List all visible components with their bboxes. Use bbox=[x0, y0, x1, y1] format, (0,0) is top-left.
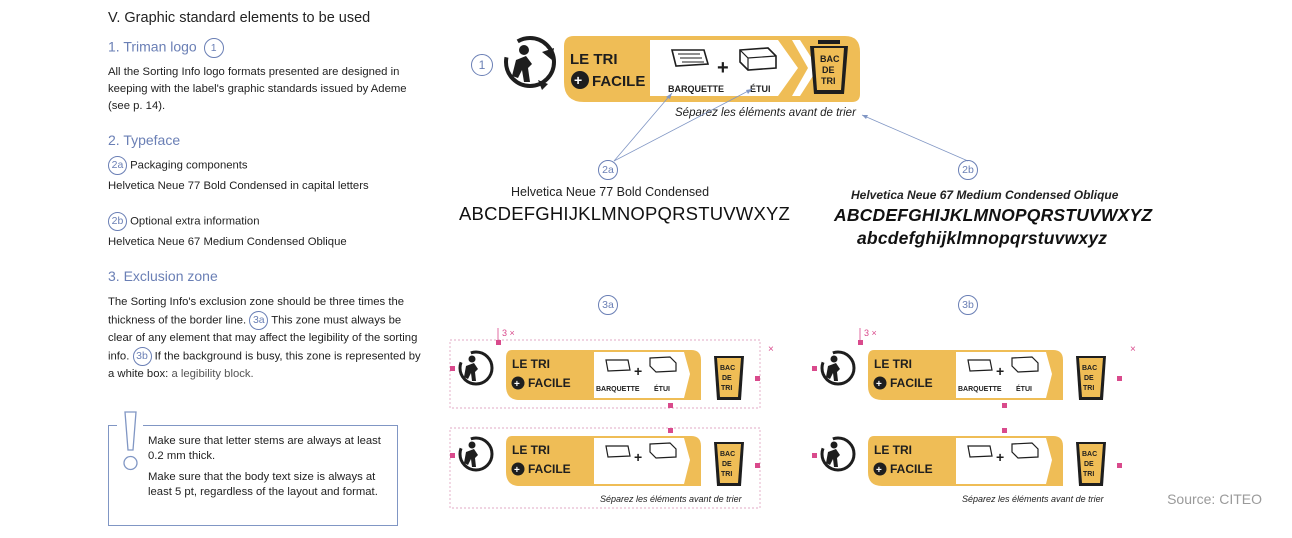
typeface-2b-font: Helvetica Neue 67 Medium Condensed Obliq… bbox=[108, 236, 347, 248]
cross-label-3b: × bbox=[1130, 344, 1136, 355]
small-logo-3b2-line1: LE TRI bbox=[874, 443, 912, 457]
small-logo-3b1-bin3: TRI bbox=[1083, 385, 1094, 392]
dim-label-3b: 3 × bbox=[864, 328, 877, 338]
small-logo-3b2-bin3: TRI bbox=[1083, 471, 1094, 478]
svg-text:+: + bbox=[514, 465, 520, 476]
small-logo-3b2-bin1: BAC bbox=[1082, 451, 1097, 458]
bin-label-1: BAC bbox=[820, 54, 840, 64]
figure-badge-2a: 2a bbox=[598, 160, 618, 180]
font-a-sample: ABCDEFGHIJKLMNOPQRSTUVWXYZ bbox=[459, 203, 791, 224]
exclamation-icon bbox=[117, 411, 143, 471]
svg-text:+: + bbox=[876, 465, 882, 476]
typeface-2a-font: Helvetica Neue 77 Bold Condensed in capi… bbox=[108, 180, 369, 192]
small-logo-3b2-line2: FACILE bbox=[890, 462, 933, 476]
sorting-info-logo-large: LE TRI + FACILE + BARQUETTE ÉTUI BAC DE … bbox=[504, 36, 860, 119]
warning-box bbox=[108, 425, 398, 526]
warning-line-2: Make sure that the body text size is alw… bbox=[148, 471, 378, 498]
small-logo-3b2-bin2: DE bbox=[1084, 461, 1094, 468]
figure-badge-3b: 3b bbox=[958, 295, 978, 315]
section-3-text-2: This zone must always be clear of any el… bbox=[108, 314, 418, 363]
badge-3b-inline: 3b bbox=[132, 347, 152, 366]
callout-arrows bbox=[613, 88, 969, 162]
section-3-body: The Sorting Info's exclusion zone should… bbox=[108, 294, 426, 383]
typeface-2a-label: Packaging components bbox=[130, 159, 248, 172]
small-logo-3b1-item1: BARQUETTE bbox=[958, 386, 1002, 393]
badge-2a: 2a bbox=[108, 156, 127, 175]
small-logo-3a2-bin1: BAC bbox=[720, 451, 735, 458]
figure-badge-2b: 2b bbox=[958, 160, 978, 180]
section-3-text-3: If the background is busy, this zone is … bbox=[108, 350, 421, 380]
small-logo-3b1-item2: ÉTUI bbox=[1016, 384, 1032, 393]
cross-label-3a: × bbox=[768, 344, 774, 355]
dim-label-3a: 3 × bbox=[502, 328, 515, 338]
sorting-bin-icon: BAC DE TRI bbox=[810, 40, 848, 94]
small-logo-3a2-bin2: DE bbox=[722, 461, 732, 468]
typeface-2b-label: Optional extra information bbox=[130, 215, 260, 228]
svg-text:+: + bbox=[717, 57, 729, 79]
section-1-body: All the Sorting Info logo formats presen… bbox=[108, 66, 407, 112]
small-logo-3b1-line1: LE TRI bbox=[874, 357, 912, 371]
small-logo-3a1-line1: LE TRI bbox=[512, 357, 550, 371]
small-logo-3b2-note: Séparez les éléments avant de trier bbox=[962, 494, 1105, 504]
section-3-text-1: The Sorting Info's exclusion zone should… bbox=[108, 296, 405, 327]
small-logo-3b1-line2: FACILE bbox=[890, 376, 933, 390]
small-logo-3a1-bin1: BAC bbox=[720, 365, 735, 372]
small-logo-3a1-item2: ÉTUI bbox=[654, 384, 670, 393]
section-3-heading: 3. Exclusion zone bbox=[108, 268, 218, 284]
svg-text:+: + bbox=[634, 449, 642, 465]
exclusion-zone-3a: 3 × × LE TRI + FACILE + BARQUETTE ÉTUI B… bbox=[449, 328, 774, 509]
warning-line-1: Make sure that letter stems are always a… bbox=[148, 435, 381, 462]
section-2-heading: 2. Typeface bbox=[108, 132, 181, 148]
font-b-name: Helvetica Neue 67 Medium Condensed Obliq… bbox=[851, 188, 1119, 202]
section-1-heading-text: 1. Triman logo bbox=[108, 38, 197, 55]
small-logo-3a1-bin2: DE bbox=[722, 375, 732, 382]
logo-line-2: FACILE bbox=[592, 73, 645, 90]
typeface-2b-row: 2b Optional extra information bbox=[108, 212, 260, 231]
typeface-2a-row: 2a Packaging components bbox=[108, 156, 248, 175]
svg-text:+: + bbox=[634, 363, 642, 379]
bin-label-3: TRI bbox=[821, 76, 836, 86]
font-b-lower: abcdefghijklmnopqrstuvwxyz bbox=[857, 228, 1108, 248]
badge-3a-inline: 3a bbox=[249, 311, 269, 330]
small-logo-3a2-line2: FACILE bbox=[528, 462, 571, 476]
svg-text:+: + bbox=[514, 379, 520, 390]
logo-line-1: LE TRI bbox=[570, 51, 618, 68]
badge-1: 1 bbox=[203, 38, 224, 58]
logo-plus: + bbox=[574, 72, 582, 88]
svg-text:+: + bbox=[996, 449, 1004, 465]
logo-note: Séparez les éléments avant de trier bbox=[675, 107, 857, 119]
tray-icon bbox=[670, 49, 710, 67]
figure-badge-3a: 3a bbox=[598, 295, 618, 315]
logo-item-1: BARQUETTE bbox=[668, 84, 724, 94]
logo-item-2: ÉTUI bbox=[750, 84, 771, 94]
small-logo-3b1-bin2: DE bbox=[1084, 375, 1094, 382]
small-logo-3a1-line2: FACILE bbox=[528, 376, 571, 390]
svg-text:+: + bbox=[876, 379, 882, 390]
box-icon bbox=[739, 47, 777, 71]
triman-icon bbox=[504, 36, 556, 90]
page-title: V. Graphic standard elements to be used bbox=[108, 10, 371, 26]
small-logo-3a1-bin3: TRI bbox=[721, 385, 732, 392]
small-logo-3a2-bin3: TRI bbox=[721, 471, 732, 478]
badge-2b: 2b bbox=[108, 212, 127, 231]
source-credit: Source: CITEO bbox=[1167, 491, 1262, 507]
small-logo-3a2-note: Séparez les éléments avant de trier bbox=[600, 494, 743, 504]
svg-text:+: + bbox=[996, 363, 1004, 379]
font-b-upper: ABCDEFGHIJKLMNOPQRSTUVWXYZ bbox=[834, 205, 1153, 225]
small-logo-3b1-bin1: BAC bbox=[1082, 365, 1097, 372]
exclusion-zone-3b: 3 × × LE TRI + FACILE + BARQUETTE ÉTUI B… bbox=[812, 328, 1136, 504]
figure-badge-1: 1 bbox=[471, 54, 493, 76]
bin-label-2: DE bbox=[822, 65, 835, 75]
small-logo-3a2-line1: LE TRI bbox=[512, 443, 550, 457]
small-logo-3a1-item1: BARQUETTE bbox=[596, 386, 640, 393]
section-3-text-4: a legibility block. bbox=[171, 368, 254, 380]
section-1-heading: 1. Triman logo 1 bbox=[108, 38, 224, 58]
font-a-name: Helvetica Neue 77 Bold Condensed bbox=[511, 185, 710, 199]
